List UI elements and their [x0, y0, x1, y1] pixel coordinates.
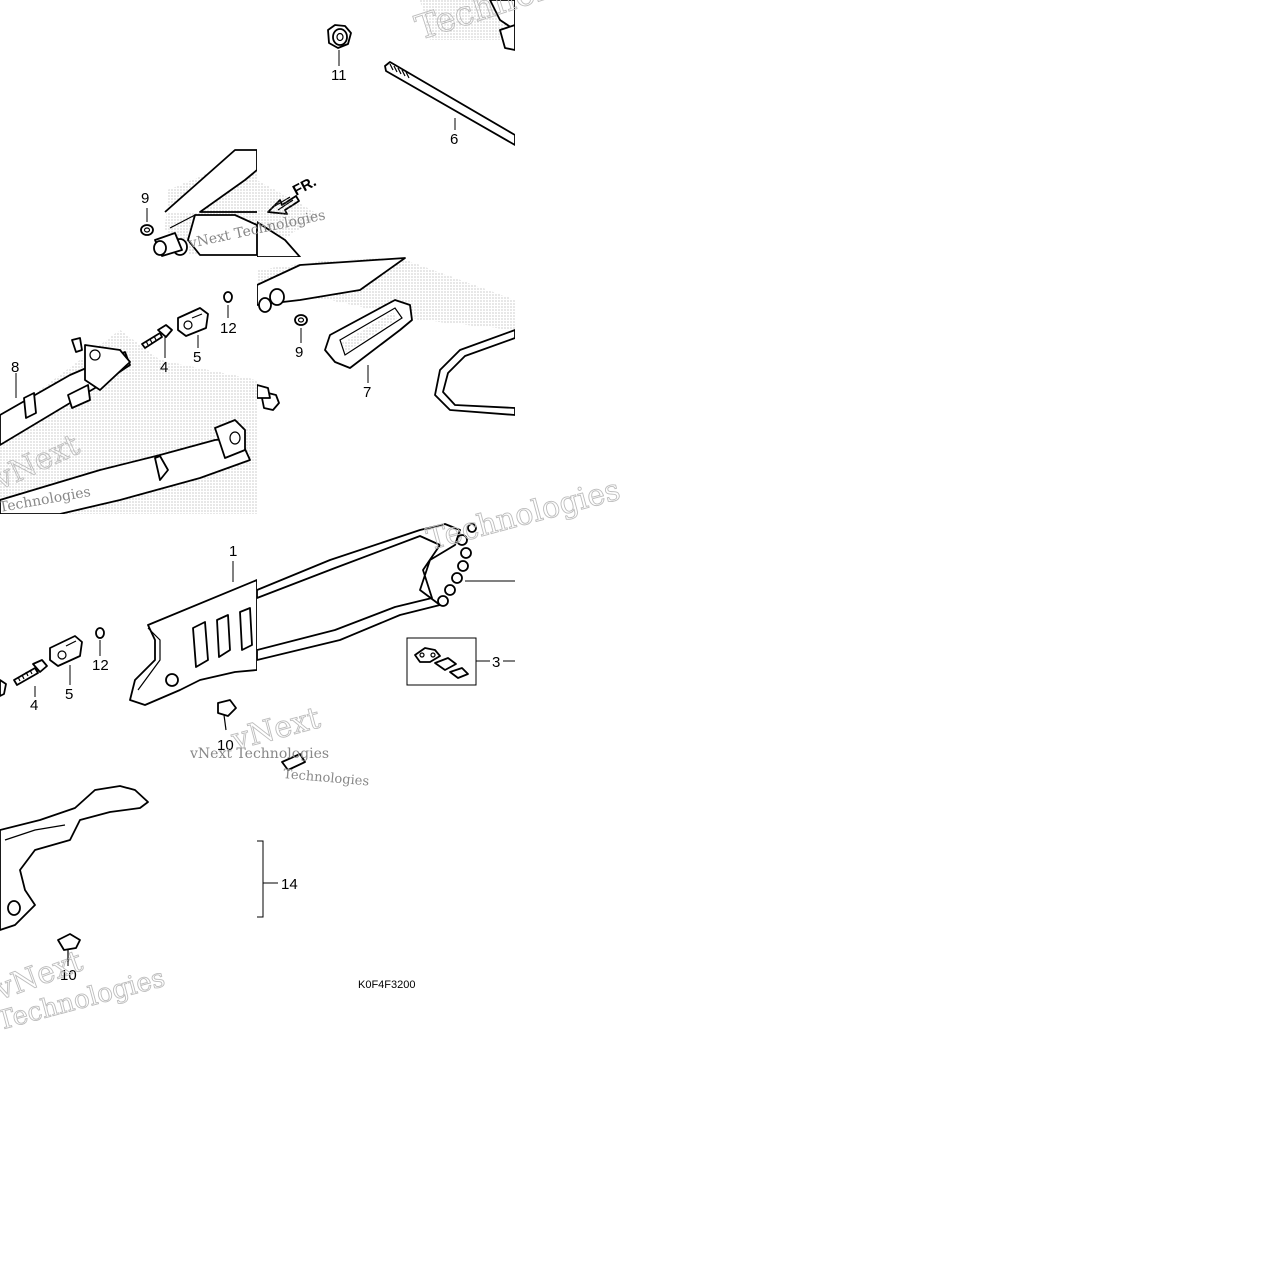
callout-5-lower: 5	[65, 686, 73, 703]
full-chain-cover-section	[0, 785, 149, 962]
callout-11: 11	[331, 67, 347, 84]
watermark-tech-top: Technologies	[410, 0, 636, 49]
chain-case-section	[0, 579, 257, 731]
callout-5-upper: 5	[193, 349, 201, 366]
callout-12-upper: 12	[220, 320, 237, 337]
pivot-nut-and-bolt-section	[257, 0, 515, 257]
callout-10-upper: 10	[217, 737, 234, 754]
callout-3: 3	[492, 654, 500, 671]
callout-7: 7	[363, 384, 371, 401]
callout-numbers: 11 6 9 9 12 4 5 8 7 1 3 12 4 5 10 14 10	[11, 67, 500, 984]
callout-4-lower: 4	[30, 697, 38, 714]
callout-9-upper: 9	[141, 190, 149, 207]
drawing-code: K0F4F3200	[358, 979, 415, 991]
chain-slider-section	[257, 257, 515, 416]
chain-links	[437, 523, 477, 607]
callout-8: 8	[11, 359, 19, 376]
callout-14: 14	[281, 876, 298, 893]
watermark: Technologies vNext Technologies vNext Te…	[0, 0, 637, 1037]
watermark-tech-lower: Technologies	[283, 767, 370, 789]
watermark-tech-chain: Technologies	[423, 473, 624, 558]
leader-lines	[15, 50, 456, 966]
callout-6: 6	[450, 131, 458, 148]
callout-12-lower: 12	[92, 657, 109, 674]
drive-chain-section	[257, 523, 515, 771]
front-direction-marker: FR.	[290, 173, 319, 199]
watermark-text-lower: vNext Technologies	[189, 746, 329, 762]
callout-10-lower: 10	[60, 967, 77, 984]
callout-4-upper: 4	[160, 359, 168, 376]
callout-1: 1	[229, 543, 237, 560]
swingarm-pivot-section	[140, 149, 257, 257]
callout-9-lower: 9	[295, 344, 303, 361]
swingarm-adjuster-section	[0, 291, 257, 514]
bracket-label-section	[257, 840, 278, 918]
